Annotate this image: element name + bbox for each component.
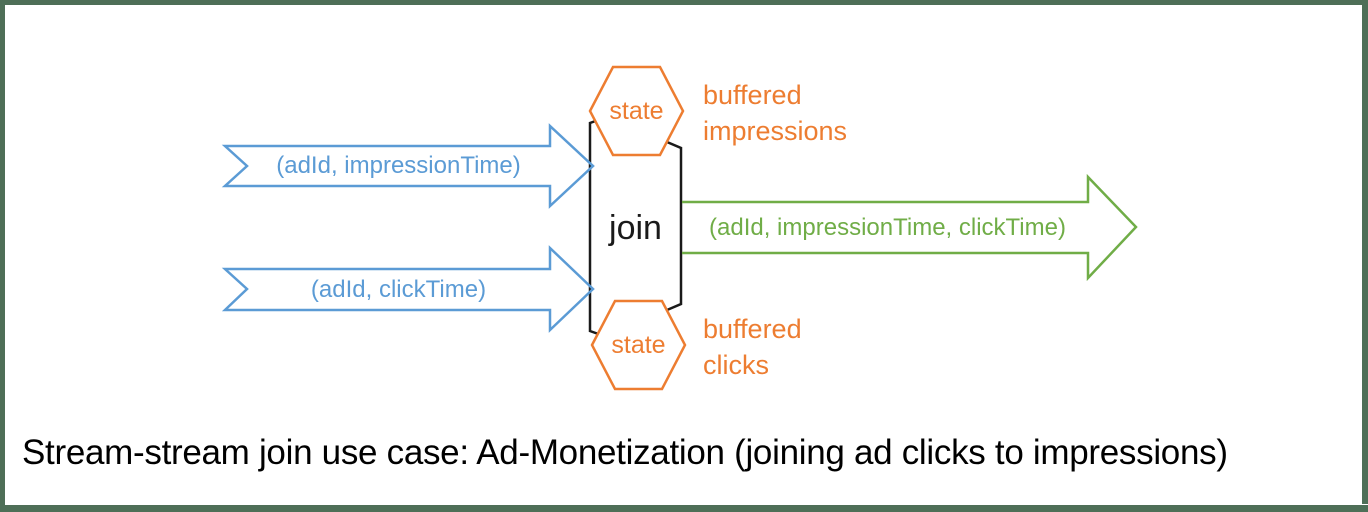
join-label: join	[609, 209, 662, 247]
buffered-impressions-label: buffered impressions	[703, 77, 847, 149]
buffered-clicks-line1: buffered	[703, 314, 802, 344]
join-right-bracket	[666, 140, 683, 312]
state-label-top: state	[609, 97, 664, 125]
buffered-impressions-line2: impressions	[703, 116, 848, 146]
figure-caption: Stream-stream join use case: Ad-Monetiza…	[22, 433, 1228, 472]
state-hexagon-bottom	[590, 299, 687, 391]
output-stream-label: (adId, impressionTime, clickTime)	[709, 214, 1066, 241]
clicks-stream-label: (adId, clickTime)	[310, 276, 487, 303]
buffered-impressions-line1: buffered	[703, 80, 802, 110]
frame-border-bottom	[0, 505, 1368, 512]
buffered-clicks-line2: clicks	[703, 350, 769, 380]
impressions-arrow-shape	[221, 123, 595, 209]
frame-border-right	[1362, 0, 1368, 504]
clicks-arrow-shape	[221, 245, 595, 333]
frame-border-top	[0, 0, 1368, 5]
output-arrow-shape	[682, 173, 1138, 282]
impressions-stream-label: (adId, impressionTime)	[276, 152, 521, 179]
frame-border-left	[0, 0, 5, 506]
state-label-bottom: state	[611, 331, 666, 359]
buffered-clicks-label: buffered clicks	[703, 311, 802, 383]
state-hexagon-top	[588, 65, 685, 157]
